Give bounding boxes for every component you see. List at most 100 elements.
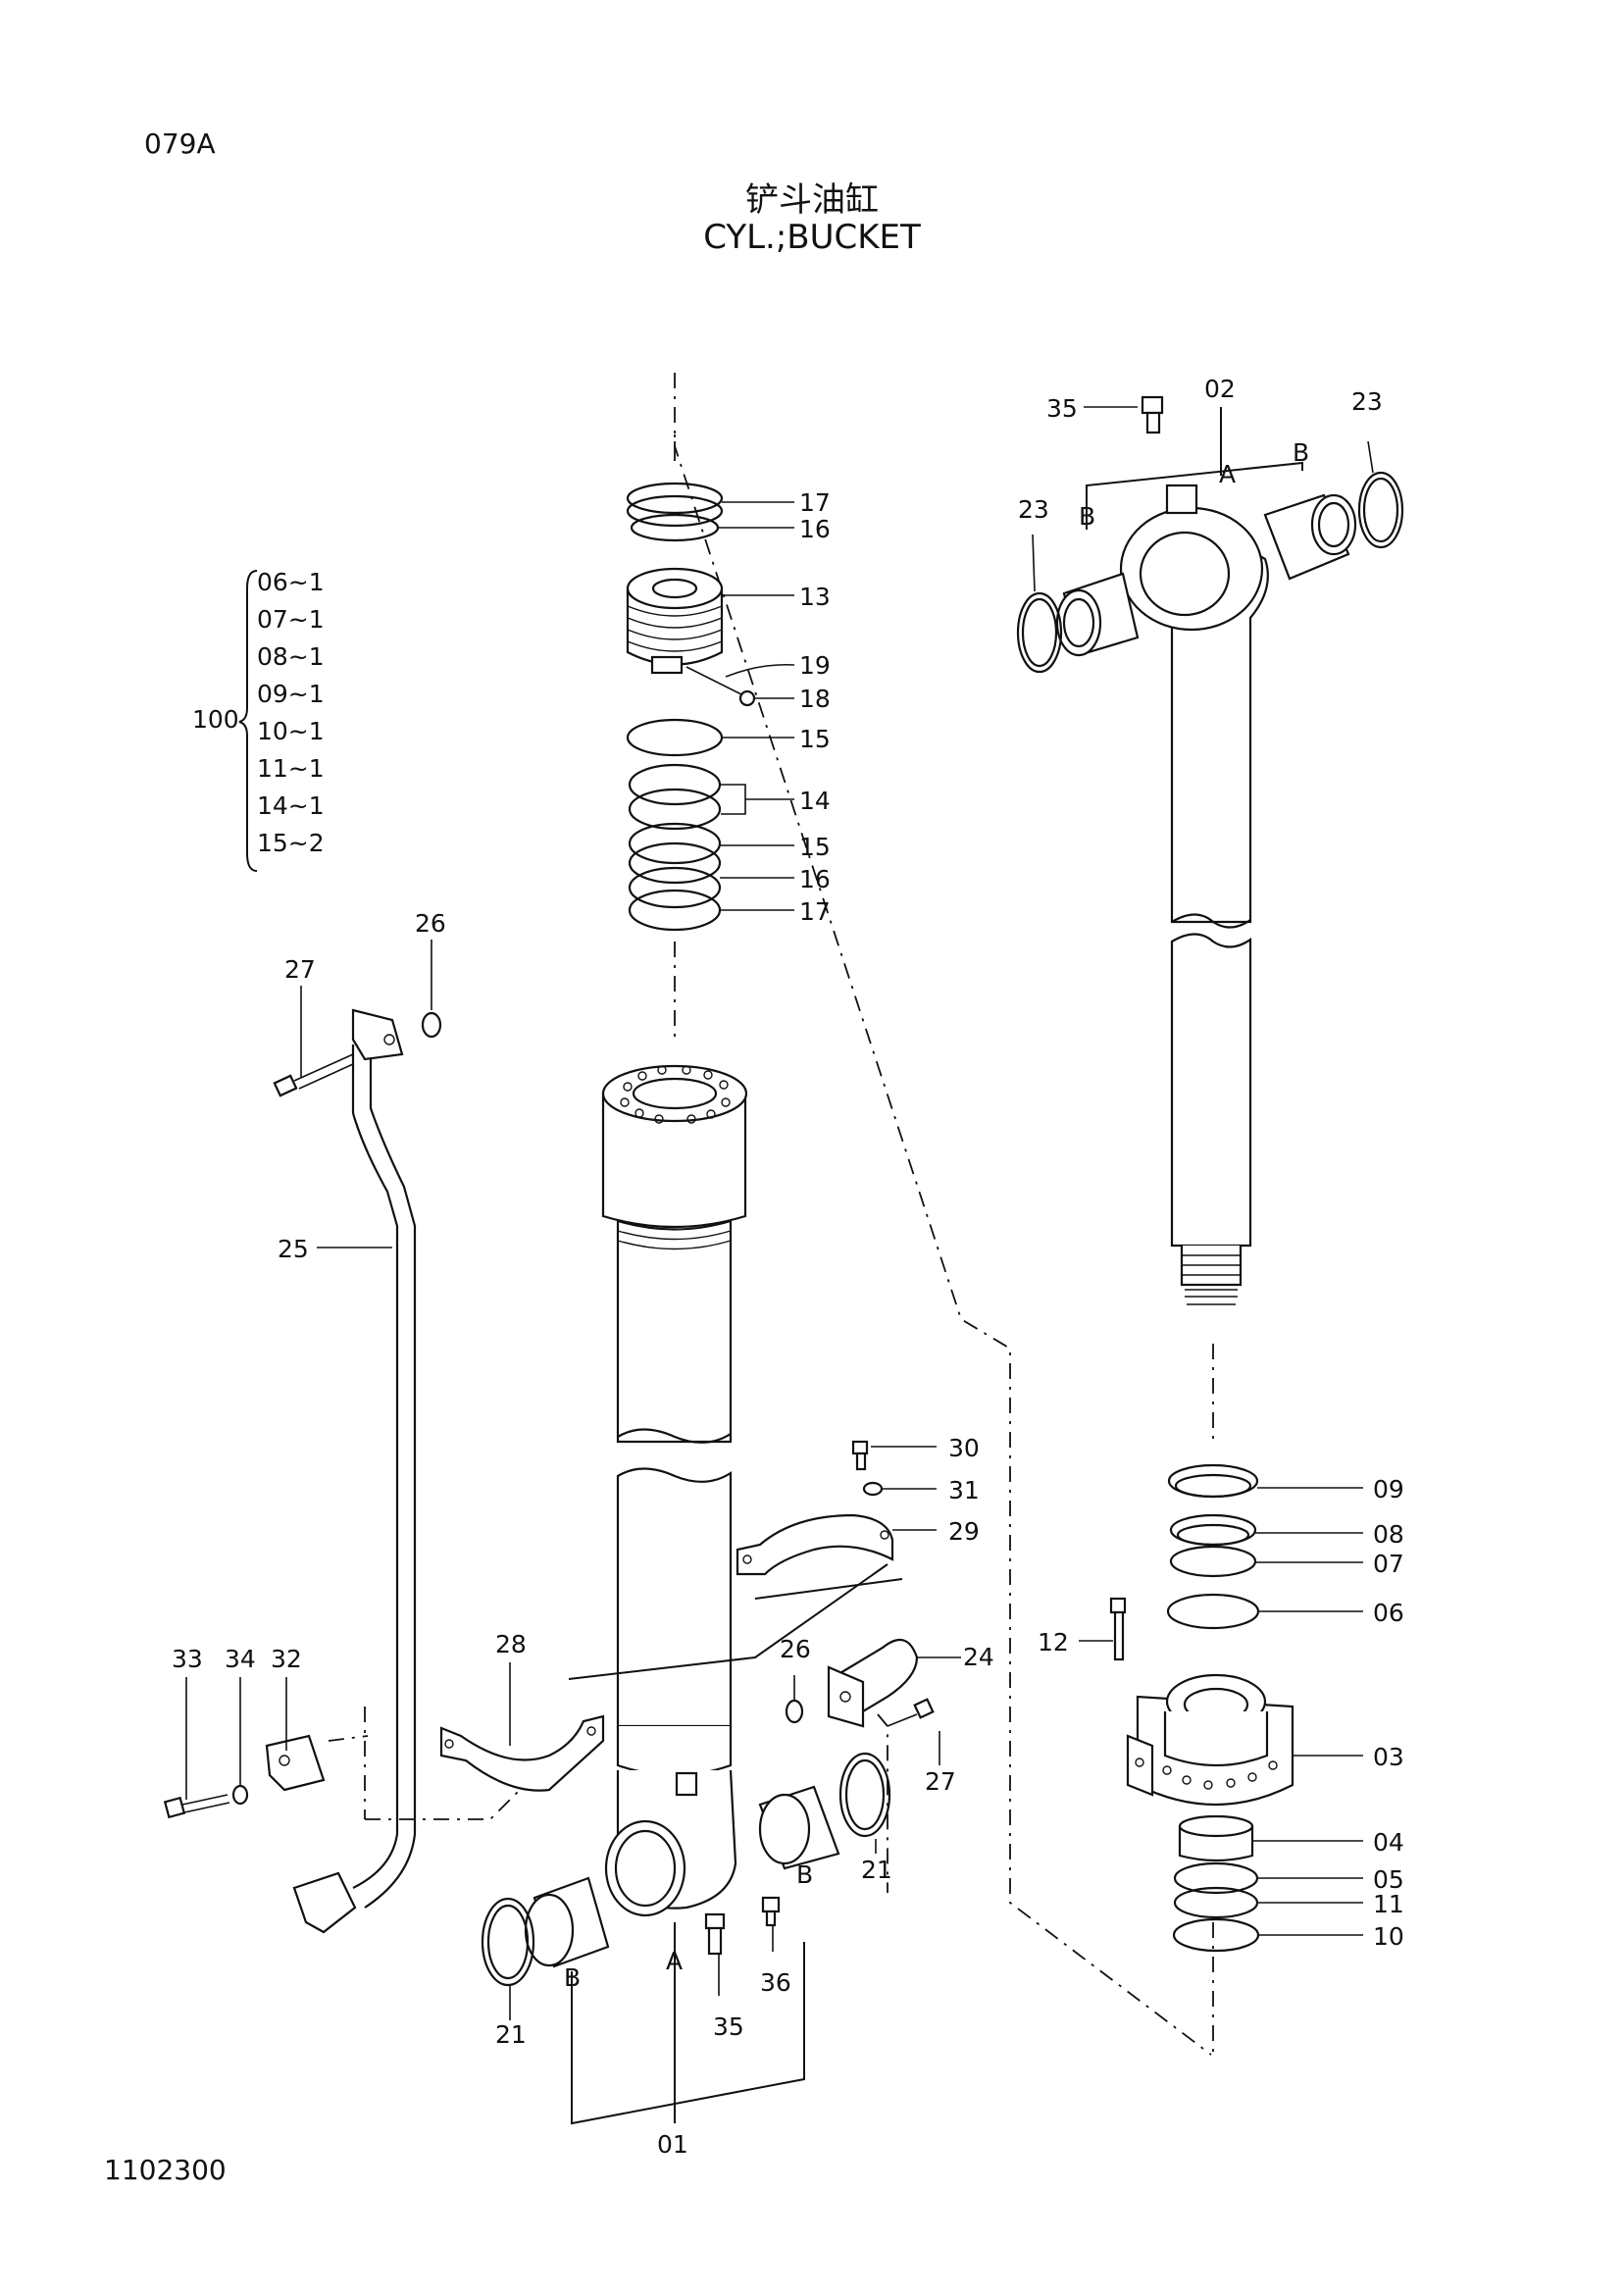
callout: 26 (780, 1635, 811, 1663)
bracket-path (328, 1735, 369, 1742)
bolt-12 (1109, 1597, 1127, 1661)
bolt-33-washer-34 (163, 1784, 249, 1819)
bracket-32 (265, 1734, 326, 1792)
callout: 35 (713, 2013, 744, 2041)
callout: 31 (948, 1476, 980, 1504)
bracket-01-lower (571, 1942, 805, 2125)
bolt-27-and-oring-26-pipe (273, 1011, 442, 1097)
cylinder-tube-01 (601, 1064, 748, 1917)
callout: 17 (799, 488, 831, 517)
band-29-path (754, 1578, 903, 1600)
callout: 24 (963, 1643, 994, 1671)
callout: 21 (861, 1856, 892, 1884)
callout: A (1219, 460, 1236, 488)
seal-ring-17-top (626, 482, 724, 528)
dust-seal-21-left-inner (486, 1904, 530, 1980)
callout: 29 (948, 1517, 980, 1546)
kit-item: 07~1 (257, 605, 325, 634)
kit-item: 14~1 (257, 791, 325, 820)
title-english: CYL.;BUCKET (703, 218, 921, 257)
callout: 17 (799, 897, 831, 926)
callout: 33 (172, 1645, 203, 1673)
leader-lines (185, 406, 1374, 2020)
kit-brace (238, 570, 258, 872)
bracket-02-top (1086, 461, 1303, 530)
callout: 15 (799, 833, 831, 861)
pipe-25 (292, 1008, 417, 1934)
kit-item: 06~1 (257, 568, 325, 596)
callout: B (1293, 438, 1309, 467)
callout: B (564, 1963, 581, 1992)
dust-seal-21-left (481, 1897, 535, 1987)
callout: 16 (799, 865, 831, 893)
kit-item: 15~2 (257, 829, 325, 857)
grease-fitting-35-top (1141, 395, 1164, 434)
callout: 25 (278, 1235, 309, 1263)
document-number: 1102300 (104, 2154, 227, 2186)
band-28-path (568, 1563, 888, 1680)
callout: 21 (495, 2020, 527, 2049)
bushing-B-right (1263, 493, 1357, 581)
setscrew-19-ball-18 (685, 666, 756, 707)
page-code: 079A (144, 127, 216, 160)
callout: 04 (1373, 1828, 1404, 1857)
callout: 15 (799, 725, 831, 753)
piston-rod-02 (1119, 484, 1269, 1305)
callout: 01 (657, 2130, 688, 2159)
rod-seals-06-09 (1166, 1463, 1260, 1630)
assembly-outline (674, 373, 1212, 2056)
dust-seal-21-right-inner (844, 1758, 886, 1831)
bolt-27-fitting (887, 1698, 935, 1727)
kit-item: 08~1 (257, 642, 325, 671)
elbow-fitting-24 (827, 1638, 919, 1728)
callout: 06 (1373, 1599, 1404, 1627)
piston-13 (626, 567, 724, 675)
callout: 23 (1351, 387, 1383, 416)
kit-item: 09~1 (257, 680, 325, 708)
grease-fitting-35-bottom (704, 1912, 726, 1956)
callout: 32 (271, 1645, 302, 1673)
bushing-B-lower-left (524, 1876, 610, 1968)
head-seals-04-05-11-10 (1172, 1814, 1260, 1953)
dust-seal-23 (1016, 471, 1404, 674)
callout: 35 (1046, 394, 1078, 423)
plug-36 (761, 1896, 781, 1927)
title-chinese: 铲斗油缸 (745, 180, 879, 220)
cylinder-head-03 (1126, 1673, 1294, 1807)
callout: 16 (799, 515, 831, 543)
callout: 11 (1373, 1890, 1404, 1918)
callout: 27 (284, 955, 316, 984)
o-ring-26 (785, 1699, 804, 1724)
kit-item: 11~1 (257, 754, 325, 783)
band-28 (439, 1714, 605, 1792)
bolt-30-washer-31 (851, 1440, 884, 1497)
callout: 09 (1373, 1475, 1404, 1503)
callout: 10 (1373, 1922, 1404, 1951)
bushing-B-lower-right (758, 1785, 840, 1870)
kit-item: 10~1 (257, 717, 325, 745)
seal-ring-16-top (630, 513, 720, 542)
kit-label: 100 (192, 705, 239, 734)
callout: A (666, 1947, 683, 1975)
callout: 18 (799, 685, 831, 713)
callout: 36 (760, 1968, 791, 1997)
callout: B (796, 1860, 813, 1889)
callout: 28 (495, 1630, 527, 1658)
callout: 34 (225, 1645, 256, 1673)
seal-rings-15-16-17 (626, 718, 724, 932)
callout: 14 (799, 787, 831, 815)
callout: 19 (799, 651, 831, 680)
callout: 08 (1373, 1520, 1404, 1549)
callout: 07 (1373, 1550, 1404, 1578)
pipe-path-2 (365, 1779, 531, 1820)
dust-seal-21-right (838, 1752, 891, 1838)
callout: 27 (925, 1767, 956, 1796)
callout: 23 (1018, 495, 1049, 524)
callout: 30 (948, 1434, 980, 1462)
callout: 13 (799, 583, 831, 611)
callout: 12 (1038, 1628, 1069, 1656)
callout: B (1079, 502, 1095, 531)
callout: 03 (1373, 1743, 1404, 1771)
callout: 26 (415, 909, 446, 938)
